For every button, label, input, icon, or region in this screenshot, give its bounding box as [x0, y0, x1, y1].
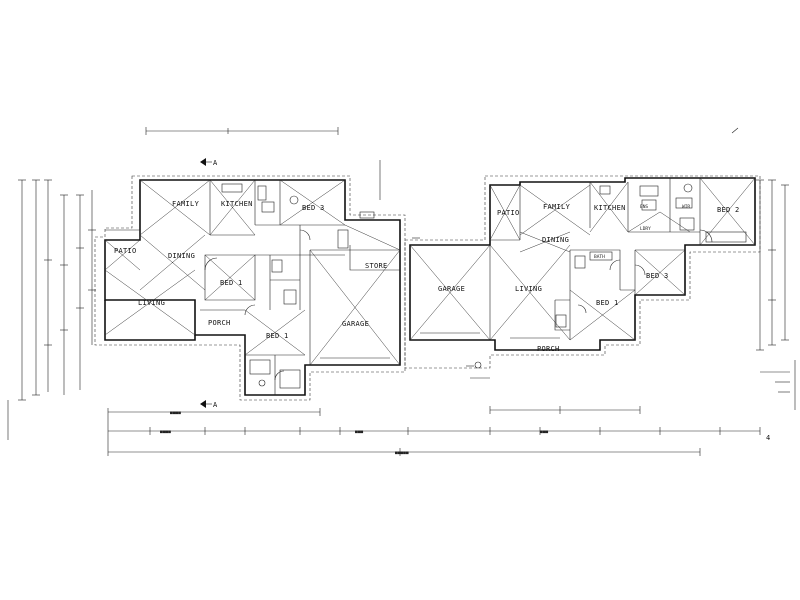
room-label-porch: PORCH: [208, 319, 231, 327]
room-label-r-garage: GARAGE: [438, 285, 465, 293]
room-label-store: STORE: [365, 262, 388, 270]
room-label-kitchen: KITCHEN: [221, 200, 253, 208]
room-label-r-dining: DINING: [542, 236, 569, 244]
room-label-dining: DINING: [168, 252, 195, 260]
left-house-plan: A A FAMILY KITCHEN BED 3 PATIO DINING BE…: [94, 158, 406, 409]
svg-text:A: A: [213, 401, 218, 409]
room-label-r-bed2: BED 2: [717, 206, 740, 214]
bottom-dimension-lines: ■■■■ ■■■■ ■■■ ■■■ ■■■■■: [107, 406, 761, 456]
room-label-living: LIVING: [138, 299, 165, 307]
room-label-r-patio: PATIO: [497, 209, 520, 217]
room-label-bed3: BED 3: [302, 204, 325, 212]
room-label-family: FAMILY: [172, 200, 200, 208]
svg-text:■■■■: ■■■■: [160, 430, 171, 435]
room-label-patio: PATIO: [114, 247, 137, 255]
room-label-r-porch: PORCH: [537, 345, 560, 353]
room-label-r-bed3: BED 3: [646, 272, 669, 280]
corner-mark: 4: [766, 434, 771, 442]
left-dimension-lines: [7, 179, 96, 440]
room-label-r-ensuite: ENS: [640, 204, 648, 210]
svg-text:■■■■: ■■■■: [170, 411, 181, 416]
svg-text:A: A: [213, 159, 218, 167]
top-dimension-line: [145, 127, 339, 135]
room-label-garage: GARAGE: [342, 320, 369, 328]
section-marker-top: A: [200, 158, 218, 167]
room-label-r-bath: BATH: [594, 254, 605, 260]
room-label-r-kitchen: KITCHEN: [594, 204, 626, 212]
room-label-bed1-b: BED 1: [266, 332, 289, 340]
svg-text:■■■■■: ■■■■■: [395, 451, 409, 456]
room-label-r-laundry: LDRY: [640, 226, 651, 232]
right-house-plan: PATIO FAMILY KITCHEN BED 2 DINING GARAGE…: [404, 175, 761, 379]
room-label-r-wir: WIR: [682, 204, 690, 210]
room-label-bed1-a: BED 1: [220, 279, 243, 287]
svg-text:■■■: ■■■: [355, 430, 363, 435]
room-label-r-family: FAMILY: [543, 203, 571, 211]
svg-text:■■■: ■■■: [540, 430, 548, 435]
misc-marks: 4: [412, 127, 790, 442]
right-dimension-lines: [756, 179, 796, 410]
room-label-r-living: LIVING: [515, 285, 542, 293]
section-marker-bottom: A: [200, 400, 218, 409]
room-label-r-bed1: BED 1: [596, 299, 619, 307]
